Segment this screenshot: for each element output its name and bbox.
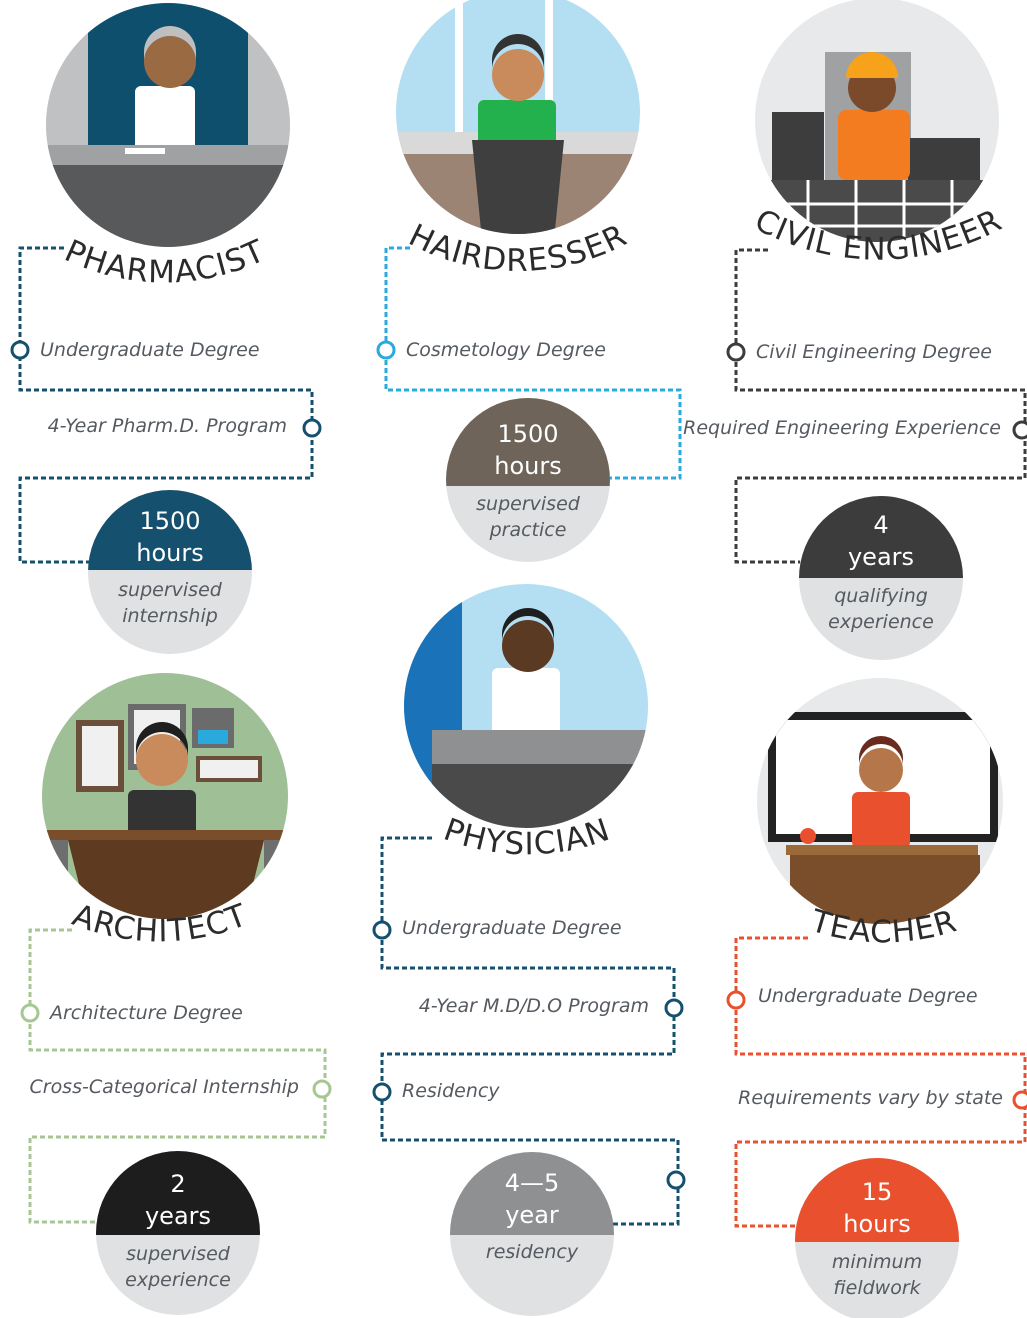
badge-value: 4 years <box>801 509 961 573</box>
step-node <box>664 998 684 1018</box>
badge-desc-line: residency <box>485 1241 579 1263</box>
step-label: 4-Year M.D/D.O Program <box>418 995 649 1017</box>
step-node <box>376 340 396 360</box>
step-node <box>726 990 746 1010</box>
step-node <box>1012 1090 1027 1110</box>
badge-number: 15 <box>861 1178 893 1206</box>
badge-desc-line: minimum <box>831 1251 923 1273</box>
badge-unit: hours <box>136 539 204 567</box>
step-node <box>302 418 322 438</box>
badge-unit: hours <box>843 1210 911 1238</box>
badge-description: residency <box>452 1239 612 1265</box>
badge-number: 1500 <box>139 507 201 535</box>
badge-desc-line: experience <box>125 1269 231 1291</box>
badge-desc-line: qualifying <box>834 585 928 607</box>
step-label: Undergraduate Degree <box>758 985 978 1007</box>
pharmacist-badge <box>88 490 252 654</box>
step-label: Undergraduate Degree <box>40 339 260 361</box>
badge-value: 1500 hours <box>90 505 250 569</box>
badge-unit: hours <box>494 452 562 480</box>
badge-description: supervised experience <box>98 1241 258 1293</box>
badge-unit: year <box>505 1201 559 1229</box>
step-label: Required Engineering Experience <box>683 417 1001 439</box>
badge-value: 2 years <box>98 1168 258 1232</box>
step-node <box>666 1170 686 1190</box>
badge-unit: years <box>144 1202 212 1230</box>
badge-description: supervised practice <box>448 491 608 543</box>
badge-desc-line: fieldwork <box>833 1277 921 1299</box>
step-label: Architecture Degree <box>50 1002 243 1024</box>
badge-value: 4—5 year <box>452 1167 612 1231</box>
pharmacist-illustration-icon <box>46 3 290 247</box>
badge-desc-line: supervised <box>126 1243 230 1265</box>
step-node <box>372 920 392 940</box>
badge-value: 1500 hours <box>448 418 608 482</box>
badge-desc-line: supervised <box>476 493 580 515</box>
step-node <box>20 1003 40 1023</box>
badge-number: 4 <box>873 511 889 539</box>
badge-desc-line: internship <box>122 605 218 627</box>
badge-desc-line: experience <box>828 611 934 633</box>
physician-illustration-icon <box>404 584 648 828</box>
step-label: Cosmetology Degree <box>406 339 606 361</box>
badge-number: 4—5 <box>504 1169 560 1197</box>
step-node <box>372 1082 392 1102</box>
step-node <box>10 340 30 360</box>
badge-number: 2 <box>170 1170 186 1198</box>
badge-description: qualifying experience <box>801 583 961 635</box>
step-label: Residency <box>402 1080 500 1102</box>
step-label: 4-Year Pharm.D. Program <box>47 415 287 437</box>
badge-desc-line: practice <box>489 519 567 541</box>
badge-description: minimum fieldwork <box>797 1249 957 1301</box>
architect-illustration-icon <box>42 673 288 919</box>
step-label: Cross-Categorical Internship <box>29 1076 299 1098</box>
step-label: Civil Engineering Degree <box>756 341 992 363</box>
badge-value: 15 hours <box>797 1176 957 1240</box>
badge-description: supervised internship <box>90 577 250 629</box>
hairdresser-path <box>384 246 682 480</box>
badge-unit: years <box>847 543 915 571</box>
step-label: Undergraduate Degree <box>402 917 622 939</box>
step-label: Requirements vary by state <box>738 1087 1003 1109</box>
badge-number: 1500 <box>497 420 559 448</box>
badge-desc-line: supervised <box>118 579 222 601</box>
step-node <box>726 342 746 362</box>
step-node <box>1012 420 1027 440</box>
step-node <box>312 1079 332 1099</box>
teacher-illustration-icon <box>757 678 1003 924</box>
